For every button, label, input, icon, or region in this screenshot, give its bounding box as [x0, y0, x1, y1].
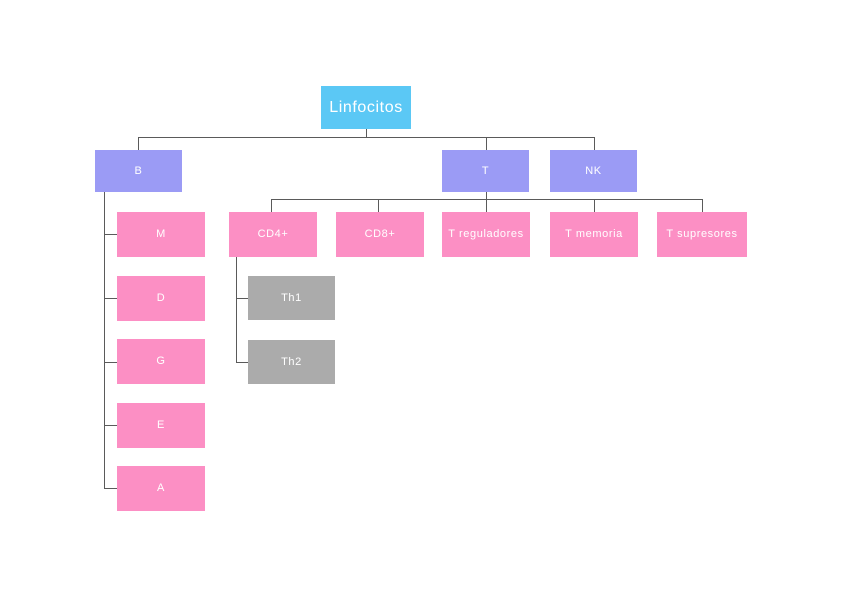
node-b-d[interactable]: D [117, 276, 205, 321]
connector-b-spine [104, 191, 105, 489]
connector-b-stub-d [104, 298, 117, 299]
connector-drop-treg [486, 199, 487, 212]
node-t-cd8[interactable]: CD8+ [336, 212, 424, 257]
node-cd4-th2[interactable]: Th2 [248, 340, 335, 384]
connector-t-stem [486, 191, 487, 200]
connector-b-stub-a [104, 488, 117, 489]
node-t[interactable]: T [442, 150, 529, 192]
node-b-a[interactable]: A [117, 466, 205, 511]
connector-drop-cd4 [271, 199, 272, 212]
connector-drop-tmem [594, 199, 595, 212]
node-t-cd4[interactable]: CD4+ [229, 212, 317, 257]
connector-drop-b [138, 137, 139, 150]
connector-b-stub-m [104, 234, 117, 235]
connector-drop-nk [594, 137, 595, 150]
connector-drop-t [486, 137, 487, 150]
node-t-supresores[interactable]: T supresores [657, 212, 747, 257]
node-nk[interactable]: NK [550, 150, 637, 192]
connector-b-stub-e [104, 425, 117, 426]
connector-drop-tsup [702, 199, 703, 212]
node-b-e[interactable]: E [117, 403, 205, 448]
connector-b-stub-g [104, 362, 117, 363]
node-t-memoria[interactable]: T memoria [550, 212, 638, 257]
node-b-m[interactable]: M [117, 212, 205, 257]
connector-root-stem [366, 128, 367, 138]
connector-cd4-stub-th2 [236, 362, 249, 363]
connector-drop-cd8 [378, 199, 379, 212]
node-b[interactable]: B [95, 150, 182, 192]
node-linfocitos[interactable]: Linfocitos [321, 86, 411, 129]
connector-cd4-stub-th1 [236, 298, 249, 299]
connector-root-bus [138, 137, 594, 138]
node-cd4-th1[interactable]: Th1 [248, 276, 335, 320]
node-t-reguladores[interactable]: T reguladores [442, 212, 530, 257]
node-b-g[interactable]: G [117, 339, 205, 384]
connector-cd4-spine [236, 257, 237, 362]
